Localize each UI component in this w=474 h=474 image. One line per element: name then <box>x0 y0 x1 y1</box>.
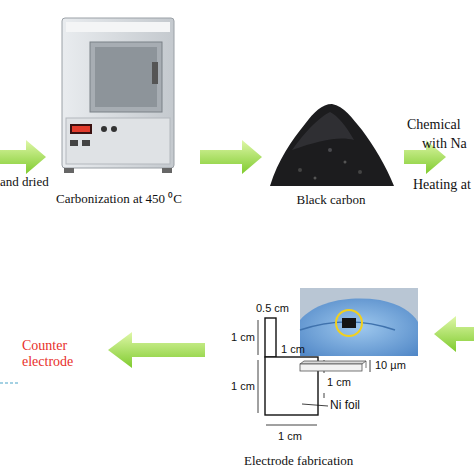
process-arrow <box>0 140 46 174</box>
foil-slab <box>300 360 370 372</box>
electrode-photo <box>300 288 418 356</box>
process-arrow <box>108 332 205 368</box>
step-caption: Black carbon <box>262 192 400 208</box>
step-label: Counter electrode <box>22 338 94 370</box>
text-label: Electrode fabrication <box>244 454 353 469</box>
text-label: 1 cm <box>231 331 255 344</box>
text-label: 0.5 cm <box>256 302 289 315</box>
muffle-furnace <box>62 18 174 173</box>
process-step: Black carbon <box>262 96 400 210</box>
step-caption: Carbonization at 450 ⁰C <box>38 189 200 207</box>
text-label: 10 µm <box>375 359 406 372</box>
text-label: 1 cm <box>231 380 255 393</box>
text-label: and dried <box>0 175 49 190</box>
text-label: 1 cm <box>327 376 351 389</box>
text-label: with Na <box>422 136 467 152</box>
text-label: Heating at <box>413 177 471 193</box>
dashed-line <box>0 382 18 383</box>
text-label: Chemical <box>407 117 461 133</box>
process-arrow <box>200 140 262 174</box>
text-label: 1 cm <box>278 430 302 443</box>
carbon-pile <box>270 104 394 186</box>
text-label: 1 cm <box>281 343 305 356</box>
process-arrow <box>434 316 474 352</box>
text-label: Ni foil <box>330 399 360 413</box>
process-step: Carbonization at 450 ⁰C <box>38 15 200 205</box>
